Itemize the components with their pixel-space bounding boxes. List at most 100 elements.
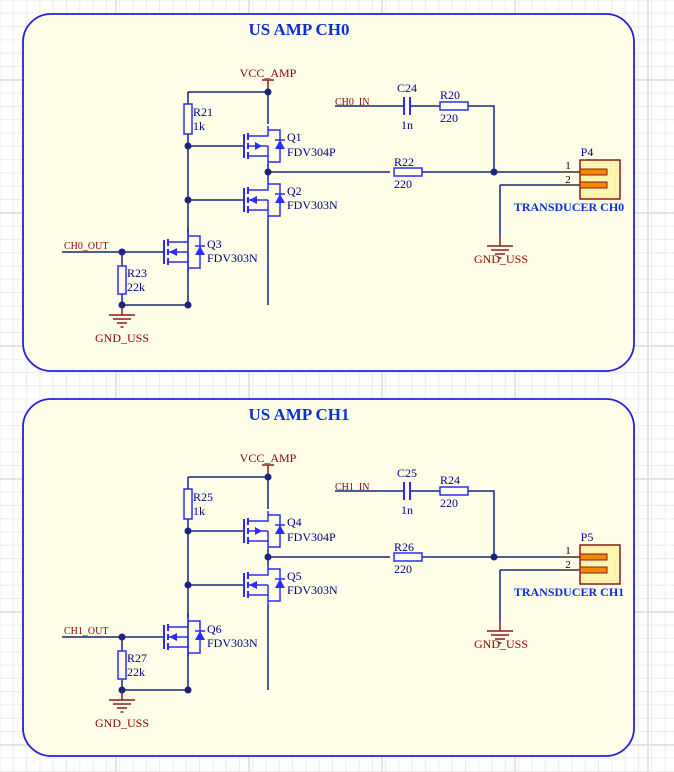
input-resistor-ref: R20: [440, 88, 460, 102]
junction-dot: [184, 196, 192, 204]
connector-label: TRANSDUCER CH1: [514, 585, 624, 599]
sheet-1: US AMP CH1VCC_AMPR251kR2722kQ4FDV304PQ5F…: [22, 398, 635, 757]
connector-ref: P4: [581, 145, 594, 159]
connector-label: TRANSDUCER CH0: [514, 200, 624, 214]
ground-symbol-right: [487, 236, 513, 259]
pulldown-resistor-ref: R23: [127, 266, 147, 280]
capacitor-ref: C24: [397, 81, 417, 95]
pullup-resistor-ref: R25: [193, 490, 213, 504]
capacitor-value: 1n: [401, 118, 413, 132]
mosfet-top: [243, 126, 285, 166]
junction-dot: [184, 142, 192, 150]
junction-dot: [184, 581, 192, 589]
ground-symbol-left: [109, 690, 135, 713]
junction-dot: [264, 168, 272, 176]
capacitor-ref: C25: [397, 466, 417, 480]
ground-symbol-left: [109, 305, 135, 328]
ground-label-left: GND_USS: [95, 331, 149, 345]
connector-pin-1: [579, 168, 608, 176]
mosfet-driver-ref: Q3: [207, 237, 222, 251]
pullup-resistor: [183, 488, 193, 520]
pulldown-resistor-value: 22k: [127, 280, 145, 294]
output-net-label: CH0_OUT: [64, 241, 108, 252]
diode-icon: [195, 631, 205, 640]
mosfet-mid-part: FDV303N: [287, 198, 338, 212]
channel-arrow-icon: [169, 633, 177, 641]
junction-dot: [118, 633, 126, 641]
pullup-resistor-ref: R21: [193, 105, 213, 119]
vcc-label: VCC_AMP: [240, 66, 297, 80]
output-resistor-ref: R26: [394, 540, 414, 554]
connector-pin-2: [579, 566, 608, 574]
mosfet-top-ref: Q4: [287, 515, 302, 529]
mosfet-mid-part: FDV303N: [287, 583, 338, 597]
input-resistor-value: 220: [440, 111, 458, 125]
mosfet-driver: [163, 617, 205, 657]
diode-icon: [195, 246, 205, 255]
connector-body: [579, 544, 621, 585]
connector-pin-1-number: 1: [565, 160, 571, 172]
input-net-label: CH1_IN: [335, 482, 369, 493]
mosfet-mid: [243, 180, 285, 220]
wire: [468, 490, 495, 557]
connector-pin-1-number: 1: [565, 545, 571, 557]
mosfet-driver: [163, 232, 205, 272]
pulldown-resistor: [117, 650, 127, 680]
channel-arrow-icon: [249, 581, 257, 589]
output-net-label: CH1_OUT: [64, 626, 108, 637]
mosfet-mid-ref: Q5: [287, 569, 302, 583]
mosfet-mid: [243, 565, 285, 605]
channel-arrow-icon: [255, 142, 262, 150]
pulldown-resistor-ref: R27: [127, 651, 147, 665]
junction-dot: [264, 553, 272, 561]
connector-ref: P5: [581, 530, 594, 544]
pullup-resistor-value: 1k: [193, 504, 205, 518]
junction-dot: [118, 248, 126, 256]
junction-dot: [184, 301, 192, 309]
connector-pin-2: [579, 181, 608, 189]
ground-label-right: GND_USS: [474, 252, 528, 266]
mosfet-driver-part: FDV303N: [207, 636, 258, 650]
junction-dot: [264, 88, 272, 96]
mosfet-driver-ref: Q6: [207, 622, 222, 636]
mosfet-top-ref: Q1: [287, 130, 302, 144]
sheet-title: US AMP CH1: [248, 405, 349, 424]
ground-symbol-right: [487, 621, 513, 644]
output-resistor-ref: R22: [394, 155, 414, 169]
connector-pin-2-number: 2: [565, 559, 571, 571]
mosfet-mid-ref: Q2: [287, 184, 302, 198]
mosfet-driver-part: FDV303N: [207, 251, 258, 265]
input-net-label: CH0_IN: [335, 97, 369, 108]
connector-pin-1: [579, 553, 608, 561]
input-resistor-ref: R24: [440, 473, 460, 487]
pulldown-resistor: [117, 265, 127, 295]
diode-icon: [275, 525, 285, 534]
junction-dot: [184, 686, 192, 694]
pullup-resistor-value: 1k: [193, 119, 205, 133]
pulldown-resistor-value: 22k: [127, 665, 145, 679]
channel-arrow-icon: [255, 527, 262, 535]
channel-arrow-icon: [249, 196, 257, 204]
capacitor-value: 1n: [401, 503, 413, 517]
wire: [468, 105, 495, 172]
connector-pin-2-number: 2: [565, 174, 571, 186]
mosfet-top: [243, 511, 285, 551]
sheet-0: US AMP CH0VCC_AMPR211kR2322kQ1FDV304PQ2F…: [22, 13, 635, 372]
channel-arrow-icon: [169, 248, 177, 256]
sheet-frame: [22, 398, 635, 757]
diode-icon: [275, 140, 285, 149]
mosfet-top-part: FDV304P: [287, 530, 336, 544]
junction-dot: [184, 527, 192, 535]
diode-icon: [275, 579, 285, 588]
pullup-resistor: [183, 103, 193, 135]
vcc-label: VCC_AMP: [240, 451, 297, 465]
ground-label-left: GND_USS: [95, 716, 149, 730]
input-resistor-value: 220: [440, 496, 458, 510]
output-resistor-value: 220: [394, 562, 412, 576]
junction-dot: [264, 473, 272, 481]
output-resistor-value: 220: [394, 177, 412, 191]
connector-body: [579, 159, 621, 200]
ground-label-right: GND_USS: [474, 637, 528, 651]
sheet-title: US AMP CH0: [248, 20, 349, 39]
